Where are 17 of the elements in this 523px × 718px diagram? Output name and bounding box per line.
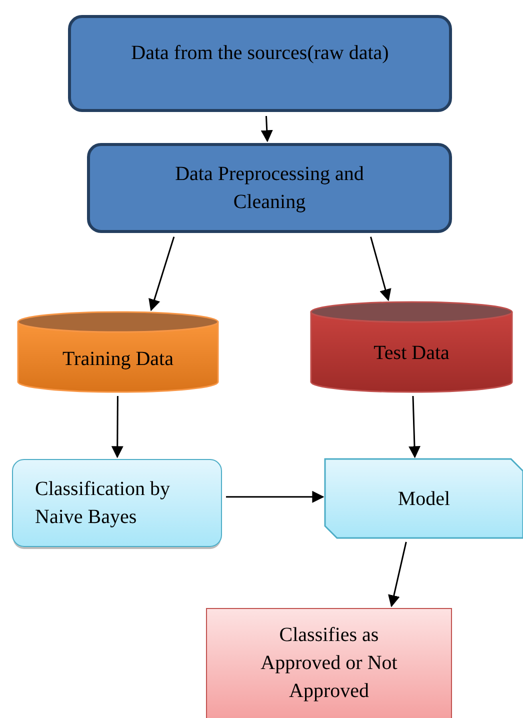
arrow xyxy=(148,236,175,312)
arrow xyxy=(388,542,407,608)
arrow xyxy=(111,396,124,458)
node-label: Classifies as Approved or Not Approved xyxy=(260,623,398,704)
process-box xyxy=(87,143,452,233)
node-label: Classification by Naive Bayes xyxy=(35,477,171,530)
process-box xyxy=(325,459,523,538)
arrow xyxy=(226,490,324,503)
process-box xyxy=(12,459,222,547)
node-label: Data from the sources(raw data) xyxy=(131,40,389,66)
arrow xyxy=(370,236,392,302)
arrow xyxy=(408,396,420,458)
output-box xyxy=(206,608,452,718)
arrow xyxy=(260,116,273,142)
node-label: Data Preprocessing and Cleaning xyxy=(175,162,364,215)
process-box xyxy=(68,15,452,112)
node-label: Model xyxy=(398,486,450,512)
